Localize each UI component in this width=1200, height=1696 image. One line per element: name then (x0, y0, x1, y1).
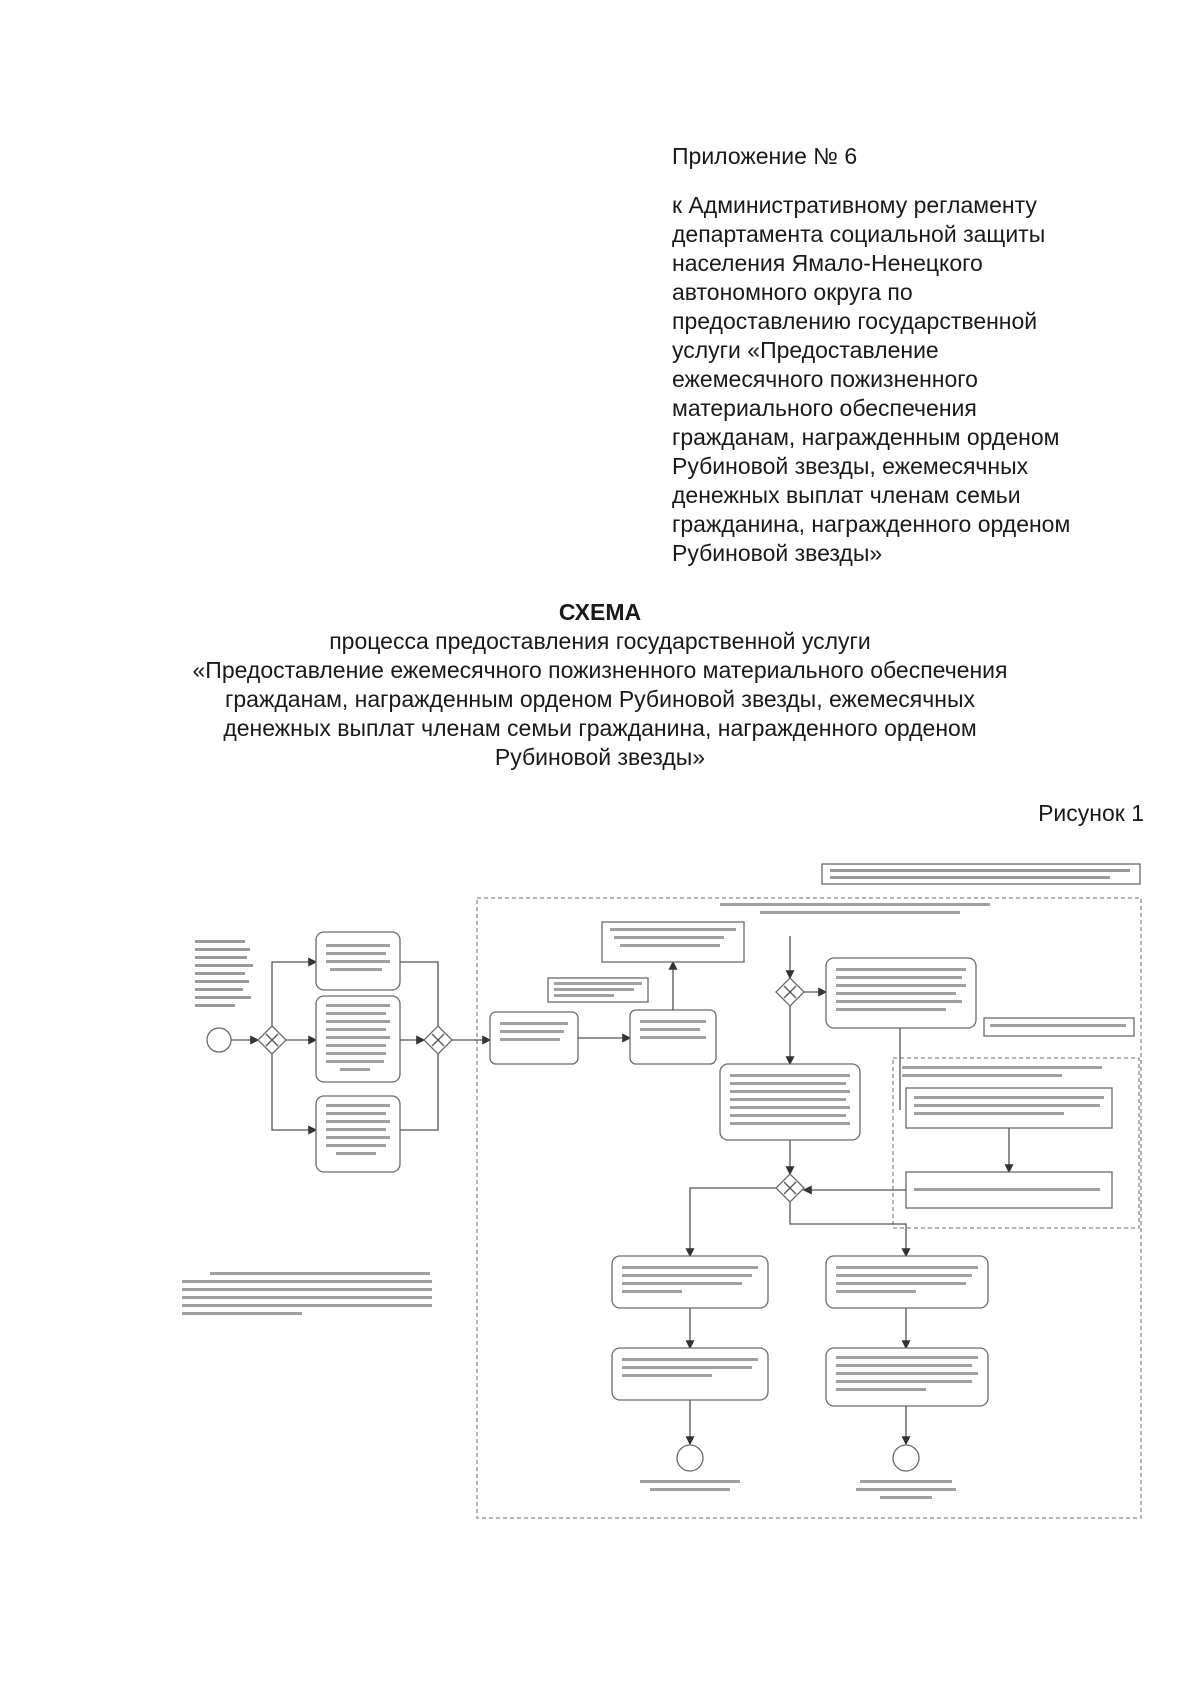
lane-caption-text (720, 903, 990, 914)
schema-line: «Предоставление ежемесячного пожизненног… (192, 657, 1008, 683)
schema-line: процесса предоставления государственной … (329, 628, 871, 654)
appendix-line: к Административному регламенту (672, 192, 1037, 218)
schema-title: СХЕМА процесса предоставления государств… (0, 598, 1200, 772)
schema-heading: СХЕМА (558, 599, 642, 625)
figure-label: Рисунок 1 (1038, 800, 1144, 826)
end-event-icon (892, 1444, 920, 1472)
task-box (315, 1095, 401, 1173)
appendix-line: Рубиновой звезды» (672, 540, 883, 566)
note-box-top-text-lines (830, 869, 1130, 879)
start-event-caption (195, 940, 253, 1007)
start-event-icon (206, 1027, 232, 1053)
appendix-line: денежных выплат членам семьи (672, 482, 1021, 508)
appendix-line: гражданам, награжденным орденом (672, 424, 1060, 450)
interagency-request-lane (892, 1057, 1140, 1229)
department-swimlane (476, 897, 1142, 1519)
footnote-text-lines (182, 1272, 432, 1315)
task-box (825, 1347, 989, 1407)
appendix-line: гражданина, награжденного орденом (672, 511, 1071, 537)
note-box-top (821, 863, 1141, 885)
appendix-line: услуги «Предоставление (672, 337, 939, 363)
appendix-line: предоставлению государственной (672, 308, 1038, 334)
end-event-icon (676, 1444, 704, 1472)
appendix-line: автономного округа по (672, 279, 913, 305)
appendix-block: Приложение № 6 к Административному регла… (672, 142, 1172, 568)
appendix-line: ежемесячного пожизненного (672, 366, 978, 392)
schema-line: гражданам, награжденным орденом Рубиново… (225, 686, 975, 712)
schema-line: Рубиновой звезды» (494, 744, 706, 770)
appendix-number: Приложение № 6 (672, 143, 858, 169)
appendix-line: населения Ямало-Ненецкого (672, 250, 983, 276)
schema-line: денежных выплат членам семьи гражданина,… (223, 715, 977, 741)
appendix-line: материального обеспечения (672, 395, 977, 421)
appendix-line: департамента социальной защиты (672, 221, 1046, 247)
task-box (905, 1087, 1113, 1129)
appendix-line: Рубиновой звезды, ежемесячных (672, 453, 1029, 479)
